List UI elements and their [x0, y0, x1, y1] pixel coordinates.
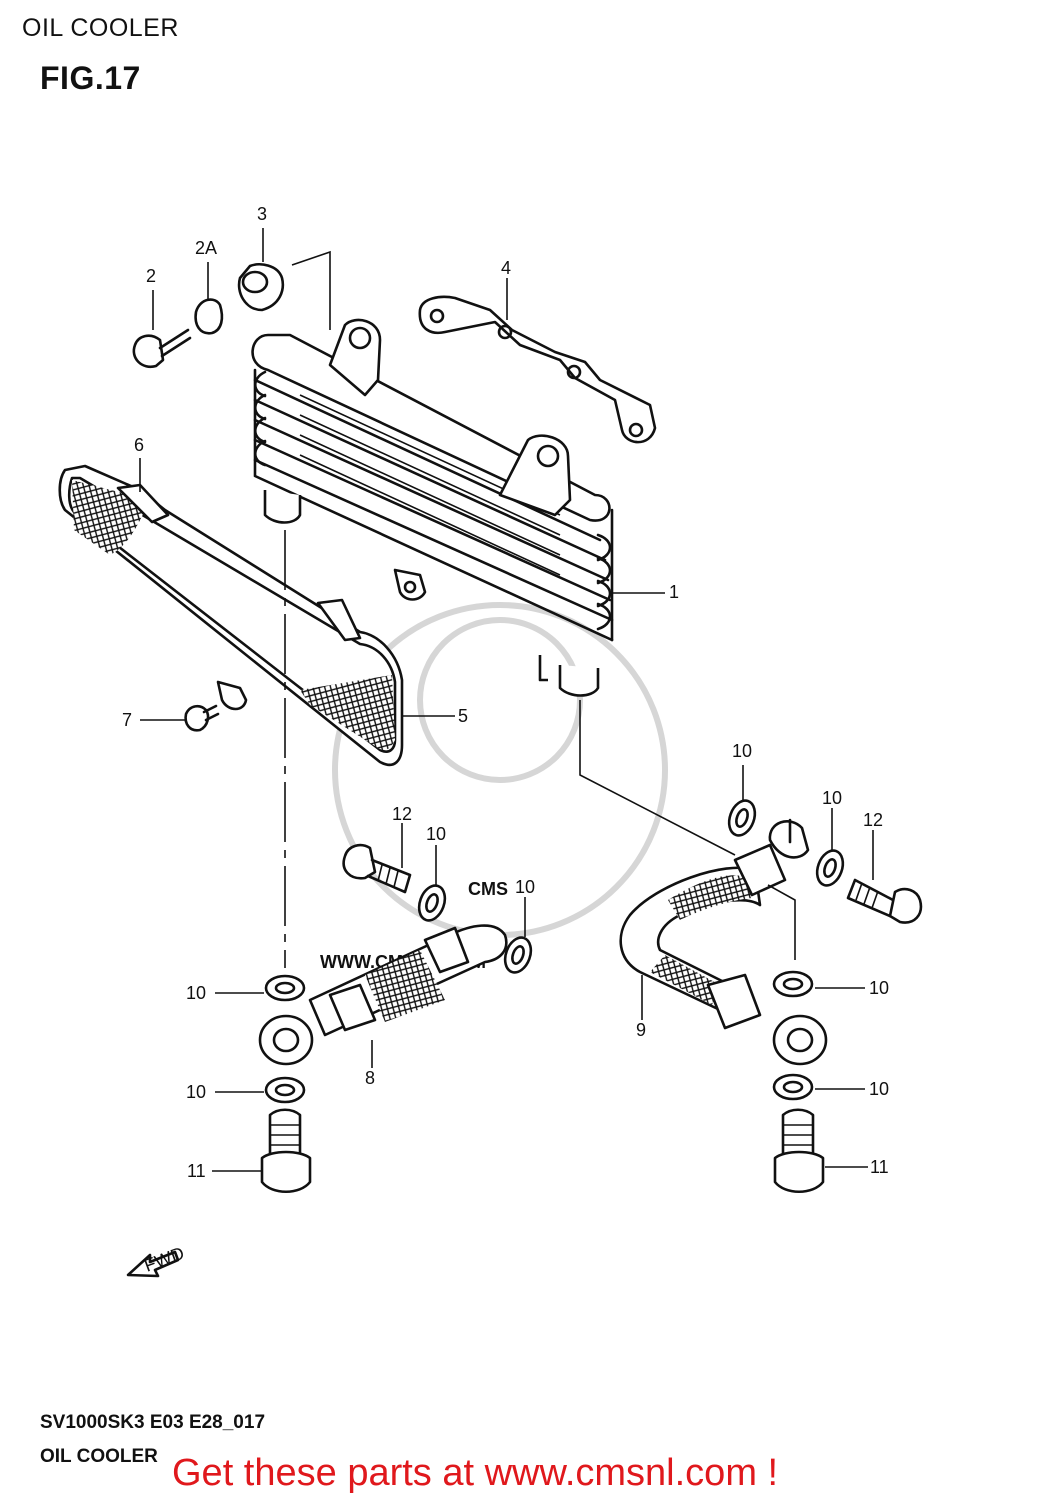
callout-10: 10	[869, 978, 889, 998]
callout-8: 8	[365, 1068, 375, 1088]
union-bolt-11-left	[260, 1108, 312, 1194]
callout-10: 10	[515, 877, 535, 897]
screw-7	[184, 704, 220, 732]
union-bolt-12-left	[342, 843, 412, 894]
oil-cooler-guard-grille	[58, 464, 404, 767]
callout-9: 9	[636, 1020, 646, 1040]
callout-10: 10	[869, 1079, 889, 1099]
oil-hose-8	[258, 924, 508, 1066]
fwd-label: FWD	[142, 1243, 187, 1276]
callout-12: 12	[392, 804, 412, 824]
callout-12: 12	[863, 810, 883, 830]
callout-10: 10	[186, 1082, 206, 1102]
collar-2a	[194, 298, 224, 335]
callout-labels: 2 2A 3 4 6 1 5 7 10 10 12 10 12 10 10 10…	[122, 204, 889, 1181]
figure-number: FIG.17	[40, 60, 141, 96]
grommet-3	[237, 263, 285, 312]
union-bolt-11-right	[773, 1108, 825, 1194]
footer-diagram-name: OIL COOLER	[40, 1446, 158, 1467]
page-header-title: OIL COOLER	[22, 14, 179, 42]
union-bolt-12-right	[846, 878, 923, 924]
assembly-guide-lines	[284, 250, 796, 968]
mounting-bolt-2	[132, 328, 192, 369]
callout-3: 3	[257, 204, 267, 224]
forward-direction-arrow-icon: FWD	[126, 1243, 187, 1278]
watermark-brand: CMS	[468, 879, 508, 899]
callout-6: 6	[134, 435, 144, 455]
callout-1: 1	[669, 582, 679, 602]
callout-4: 4	[501, 258, 511, 278]
gasket-washers-10	[264, 799, 845, 1104]
footer-model-code: SV1000SK3 E03 E28_017	[40, 1412, 266, 1433]
callout-10: 10	[732, 741, 752, 761]
bracket-plate-4	[418, 295, 657, 444]
callout-10: 10	[426, 824, 446, 844]
callout-10: 10	[822, 788, 842, 808]
callout-5: 5	[458, 706, 468, 726]
promo-link-text[interactable]: Get these parts at www.cmsnl.com !	[172, 1452, 779, 1494]
callout-2a: 2A	[195, 238, 217, 258]
callout-2: 2	[146, 266, 156, 286]
callout-7: 7	[122, 710, 132, 730]
callout-11: 11	[187, 1161, 206, 1181]
oil-cooler-radiator	[251, 318, 614, 697]
callout-11: 11	[870, 1157, 889, 1177]
callout-10: 10	[186, 983, 206, 1003]
oil-hose-9	[619, 818, 828, 1066]
callout-leader-lines	[139, 228, 874, 1172]
